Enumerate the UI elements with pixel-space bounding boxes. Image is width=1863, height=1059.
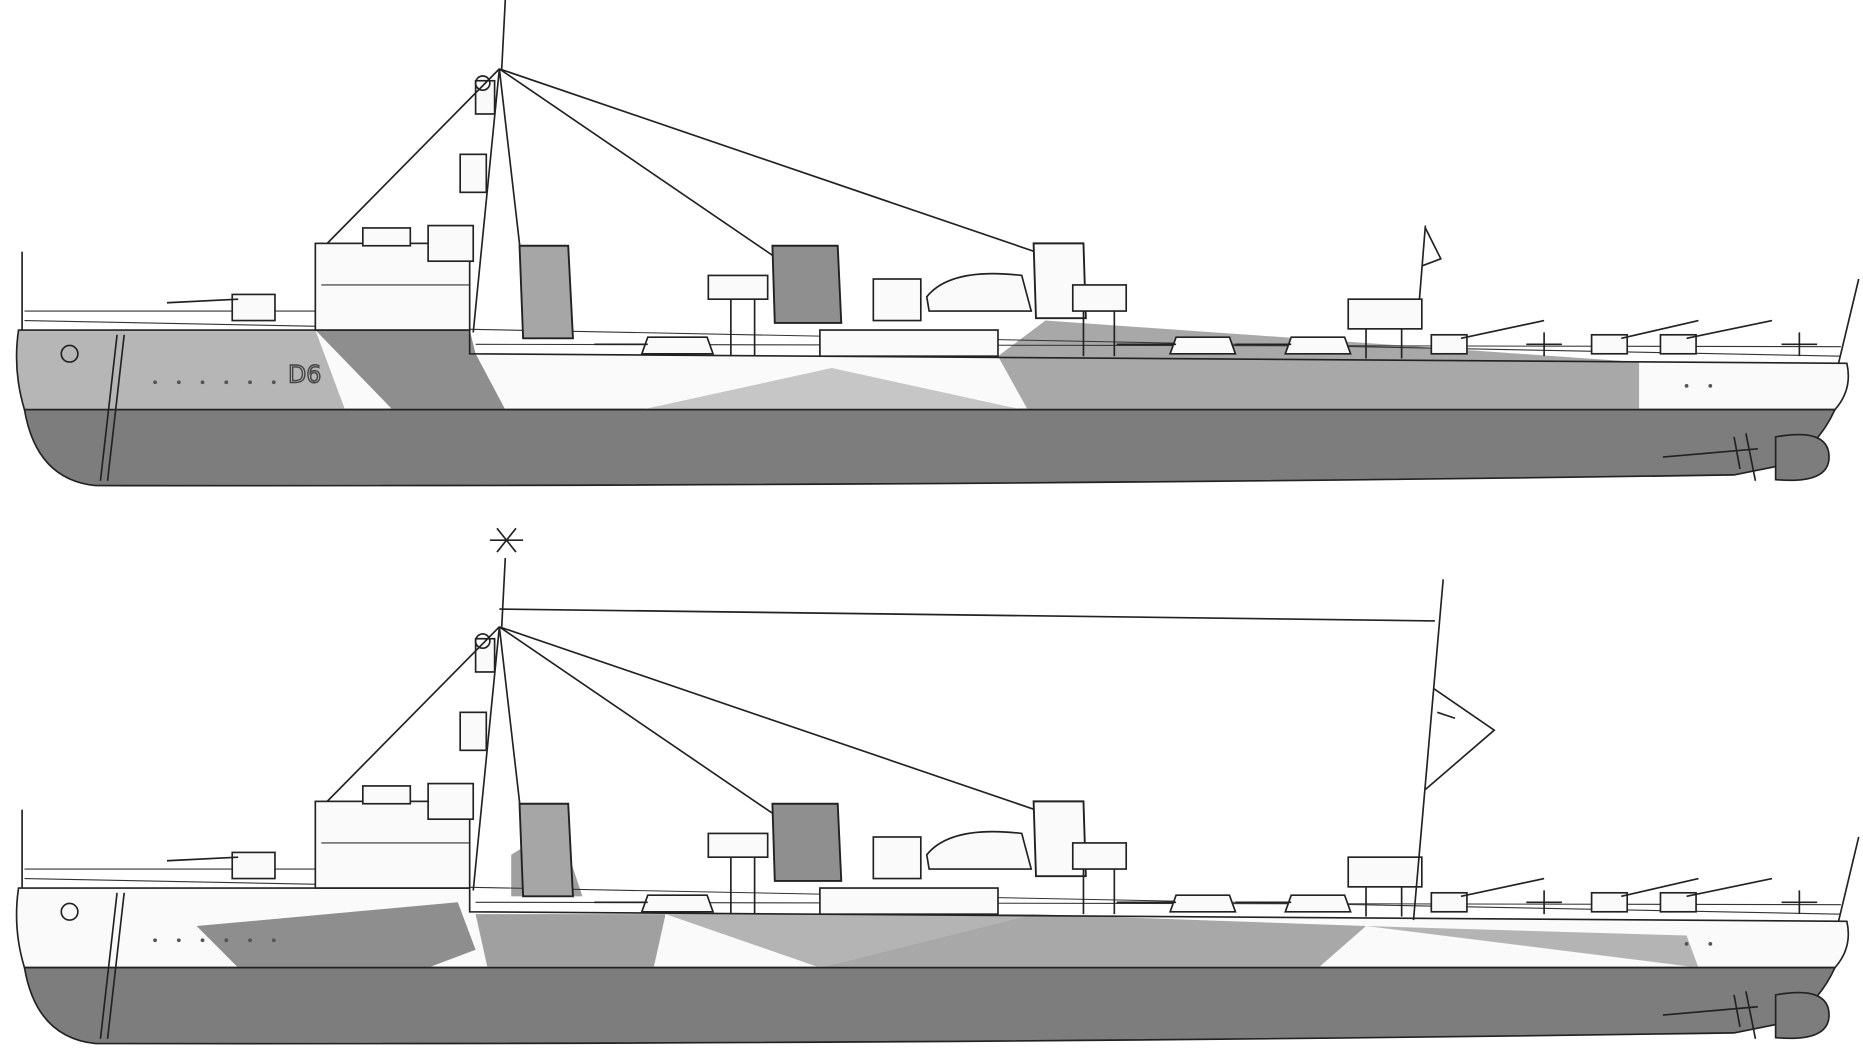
- ship-profile-top: D6: [15, 0, 1860, 487]
- ship-profile-bottom: [15, 527, 1860, 1045]
- hull-number: D6: [288, 360, 321, 388]
